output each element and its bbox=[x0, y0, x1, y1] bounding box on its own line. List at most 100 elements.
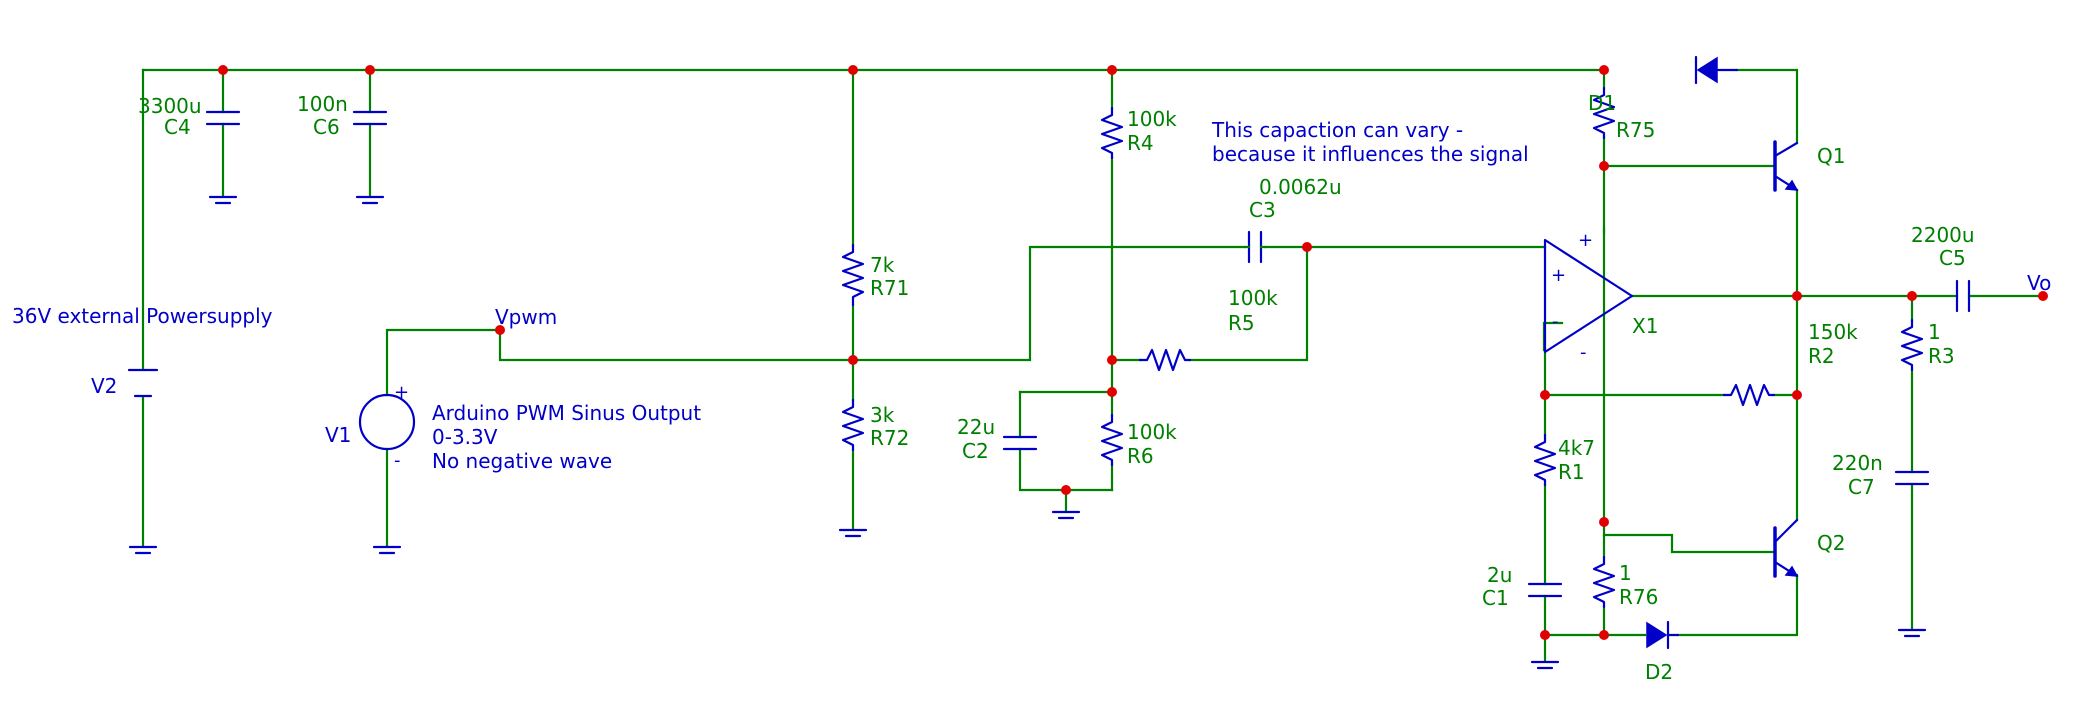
opamp-vminus-sign: - bbox=[1580, 342, 1587, 363]
label-q1-name: Q1 bbox=[1817, 144, 1845, 168]
label-c3-value: 0.0062u bbox=[1259, 175, 1342, 199]
junction-node bbox=[1792, 390, 1802, 400]
note-arduino-line3: No negative wave bbox=[432, 449, 612, 473]
label-r71-value: 7k bbox=[870, 253, 895, 277]
label-r1-value: 4k7 bbox=[1558, 436, 1595, 460]
label-r6-value: 100k bbox=[1127, 420, 1177, 444]
junction-node bbox=[1302, 242, 1312, 252]
ground-icon bbox=[208, 195, 238, 205]
junction-node bbox=[848, 65, 858, 75]
junction-node bbox=[495, 325, 505, 335]
label-c5-name: C5 bbox=[1939, 246, 1966, 270]
battery-v2-icon bbox=[127, 368, 159, 398]
junction-node bbox=[1599, 65, 1609, 75]
wire-q2-base bbox=[1602, 533, 1777, 554]
transistor-q2-icon bbox=[1773, 518, 1799, 578]
label-r5-name: R5 bbox=[1228, 311, 1255, 335]
junction-node bbox=[1061, 485, 1071, 495]
ground-icon bbox=[355, 195, 385, 205]
label-c6-value: 100n bbox=[297, 92, 348, 116]
ground-icon bbox=[128, 545, 158, 555]
opamp-x1-icon: + - + - bbox=[1543, 230, 1634, 363]
label-c5-value: 2200u bbox=[1911, 223, 1975, 247]
component-labels: 3300u C4 100n C6 36V external Powersuppl… bbox=[12, 91, 2051, 684]
ground-icon bbox=[1051, 510, 1081, 520]
junction-node bbox=[1107, 65, 1117, 75]
vo-terminal bbox=[2038, 291, 2048, 301]
label-r71-name: R71 bbox=[870, 276, 909, 300]
junction-nodes bbox=[218, 65, 1917, 640]
v1-minus-sign: - bbox=[394, 450, 401, 471]
diode-d2-icon bbox=[1646, 620, 1680, 650]
label-r2-value: 150k bbox=[1808, 320, 1858, 344]
label-r5-value: 100k bbox=[1228, 286, 1278, 310]
label-v1-name: V1 bbox=[325, 423, 351, 447]
label-r3-name: R3 bbox=[1928, 344, 1955, 368]
label-c1-name: C1 bbox=[1482, 586, 1509, 610]
label-c4-name: C4 bbox=[164, 115, 191, 139]
ground-icon bbox=[372, 545, 402, 555]
label-r4-name: R4 bbox=[1127, 131, 1154, 155]
label-r76-name: R76 bbox=[1619, 585, 1658, 609]
transistor-q1-icon bbox=[1773, 140, 1799, 192]
note-supply: 36V external Powersupply bbox=[12, 304, 273, 328]
junction-node bbox=[1599, 630, 1609, 640]
junction-node bbox=[1107, 387, 1117, 397]
junction-node bbox=[1792, 291, 1802, 301]
ground-icon bbox=[838, 528, 868, 538]
resistor-r75-icon bbox=[1592, 86, 1616, 140]
capacitor-c7-icon bbox=[1894, 470, 1930, 486]
label-r6-name: R6 bbox=[1127, 444, 1154, 468]
wire-q2-collector bbox=[1676, 573, 1799, 637]
label-q2-name: Q2 bbox=[1817, 531, 1845, 555]
junction-node bbox=[218, 65, 228, 75]
label-r72-value: 3k bbox=[870, 403, 895, 427]
diode-d1-icon bbox=[1694, 55, 1739, 85]
opamp-plus-input-sign: + bbox=[1551, 265, 1566, 286]
resistor-r71-icon bbox=[841, 243, 865, 307]
label-d2-name: D2 bbox=[1645, 660, 1673, 684]
grounds bbox=[128, 195, 1927, 670]
resistor-r6-icon bbox=[1100, 413, 1124, 467]
label-c6-name: C6 bbox=[313, 115, 340, 139]
junction-node bbox=[848, 355, 858, 365]
voltage-source-v1-icon: + - bbox=[358, 382, 416, 471]
resistor-r3-icon bbox=[1900, 318, 1924, 372]
junction-node bbox=[1540, 630, 1550, 640]
ground-icon bbox=[1530, 660, 1560, 670]
label-v2-name: V2 bbox=[91, 374, 117, 398]
label-r72-name: R72 bbox=[870, 426, 909, 450]
label-r4-value: 100k bbox=[1127, 107, 1177, 131]
wires bbox=[141, 68, 2045, 662]
note-arduino-line2: 0-3.3V bbox=[432, 425, 498, 449]
label-d1-name: D1 bbox=[1588, 91, 1616, 115]
note-cap-line1: This capaction can vary - bbox=[1211, 118, 1463, 142]
junction-node bbox=[1907, 291, 1917, 301]
resistor-r76-icon bbox=[1592, 555, 1616, 609]
label-c7-name: C7 bbox=[1848, 475, 1875, 499]
capacitor-c2-icon bbox=[1002, 435, 1038, 451]
label-c1-value: 2u bbox=[1487, 563, 1512, 587]
note-cap-line2: because it influences the signal bbox=[1212, 142, 1529, 166]
capacitor-c1-icon bbox=[1527, 582, 1563, 598]
capacitor-c3-icon bbox=[1247, 230, 1263, 264]
capacitor-c6-icon bbox=[352, 110, 388, 126]
wire-r2-left bbox=[1543, 348, 1726, 397]
v1-plus-sign: + bbox=[394, 382, 409, 403]
label-c2-value: 22u bbox=[957, 415, 995, 439]
capacitor-c5-icon bbox=[1955, 279, 1971, 313]
label-x1-name: X1 bbox=[1632, 314, 1658, 338]
label-r1-name: R1 bbox=[1558, 460, 1585, 484]
wire-top-rail-to-q1 bbox=[1735, 68, 1799, 145]
label-r76-value: 1 bbox=[1619, 561, 1632, 585]
label-r2-name: R2 bbox=[1808, 344, 1835, 368]
label-c4-value: 3300u bbox=[138, 94, 202, 118]
junction-node bbox=[1599, 517, 1609, 527]
opamp-minus-input-sign: - bbox=[1552, 311, 1559, 332]
resistor-r4-icon bbox=[1100, 106, 1124, 160]
wire-c2-bottom bbox=[1018, 447, 1114, 492]
label-vpwm-net: Vpwm bbox=[495, 305, 557, 329]
resistor-r1-icon bbox=[1533, 433, 1557, 487]
resistor-r5-icon bbox=[1138, 348, 1192, 372]
